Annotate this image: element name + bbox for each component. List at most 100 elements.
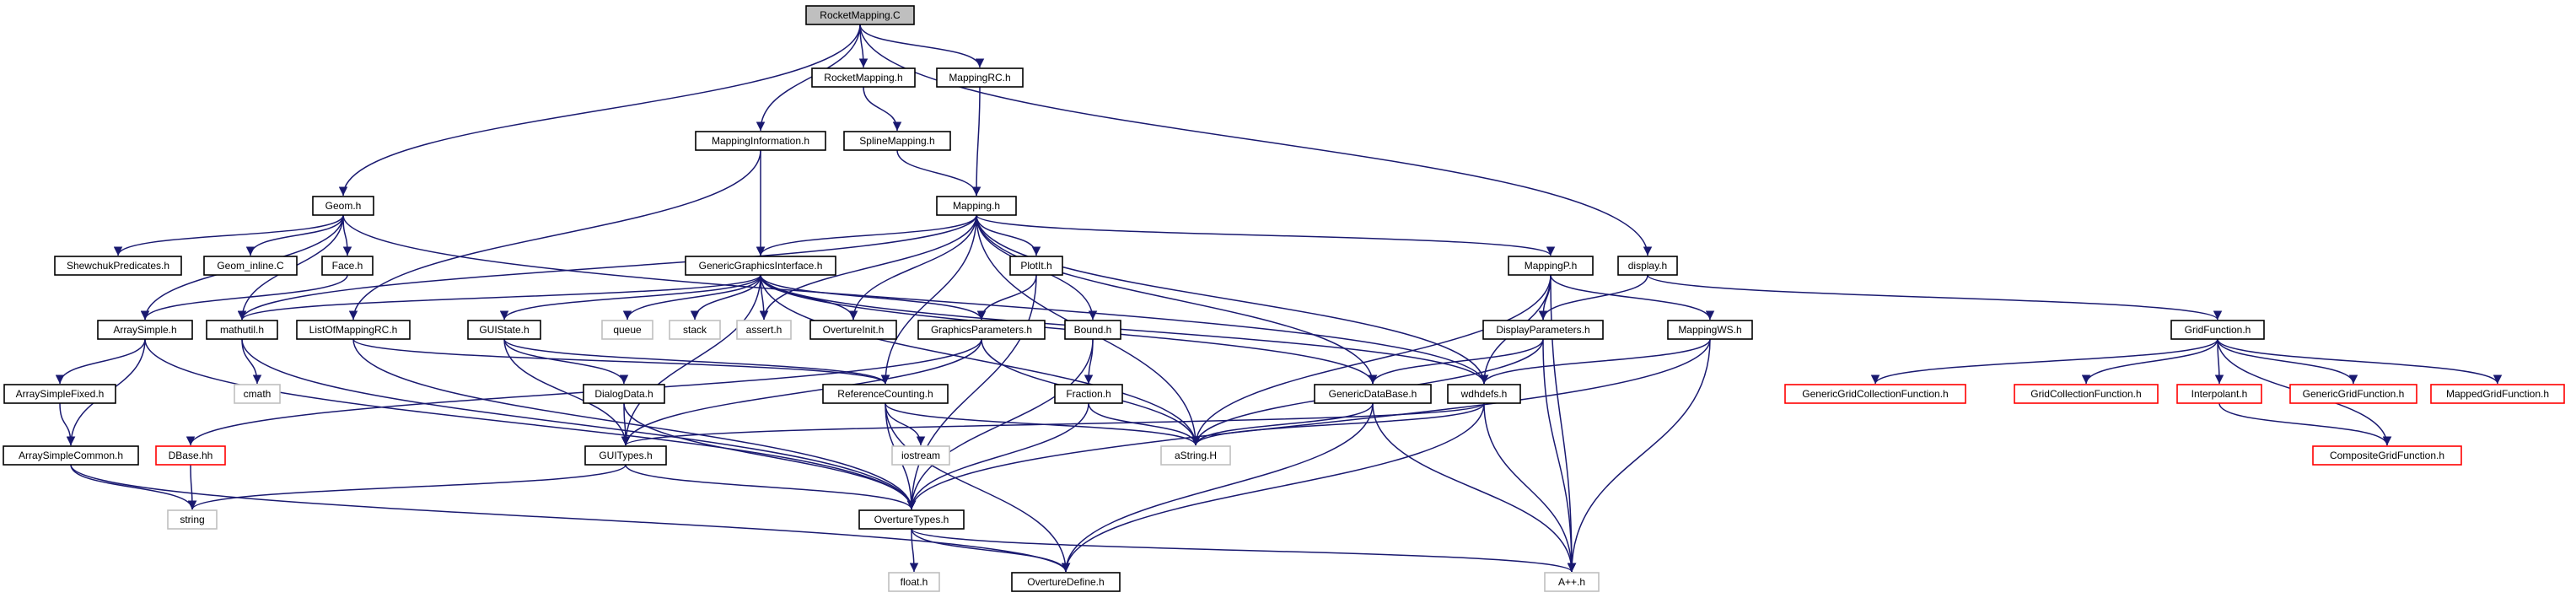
- node-cmath[interactable]: cmath: [234, 384, 281, 404]
- node-box-overturedefine-h[interactable]: [1011, 572, 1121, 592]
- node-stack[interactable]: stack: [669, 320, 721, 340]
- node-astring-h[interactable]: aString.H: [1160, 445, 1231, 466]
- node-box-splinemapping-h[interactable]: [843, 131, 951, 151]
- node-box-iostream[interactable]: [891, 445, 950, 466]
- node-referencecounting-h[interactable]: ReferenceCounting.h: [822, 384, 949, 404]
- node-listofmappingrc-h[interactable]: ListOfMappingRC.h: [296, 320, 411, 340]
- node-ggf-h[interactable]: GenericGridFunction.h: [2289, 384, 2417, 404]
- node-box-arraysimple-h[interactable]: [97, 320, 193, 340]
- node-box-mappingp-h[interactable]: [1508, 256, 1594, 276]
- node-display-h[interactable]: display.h: [1617, 256, 1678, 276]
- node-overturetypes-h[interactable]: OvertureTypes.h: [858, 509, 965, 530]
- node-plotit-h[interactable]: PlotIt.h: [1009, 256, 1063, 276]
- node-box-fraction-h[interactable]: [1054, 384, 1123, 404]
- node-box-face-h[interactable]: [321, 256, 374, 276]
- node-guistate-h[interactable]: GUIState.h: [467, 320, 541, 340]
- node-splinemapping-h[interactable]: SplineMapping.h: [843, 131, 951, 151]
- node-box-app-h[interactable]: [1544, 572, 1600, 592]
- node-box-mathutil-h[interactable]: [206, 320, 278, 340]
- node-mgf-h[interactable]: MappedGridFunction.h: [2430, 384, 2565, 404]
- node-box-stack[interactable]: [669, 320, 721, 340]
- node-ggi-h[interactable]: GenericGraphicsInterface.h: [685, 256, 836, 276]
- node-box-rocketmapping-c[interactable]: [805, 5, 915, 25]
- node-box-bound-h[interactable]: [1064, 320, 1121, 340]
- node-mappinginformation-h[interactable]: MappingInformation.h: [695, 131, 826, 151]
- node-face-h[interactable]: Face.h: [321, 256, 374, 276]
- node-gcf-h[interactable]: GridCollectionFunction.h: [2014, 384, 2159, 404]
- node-dialogdata-h[interactable]: DialogData.h: [583, 384, 665, 404]
- node-box-compositegridfunction-h[interactable]: [2312, 445, 2462, 466]
- node-box-ggf-h[interactable]: [2289, 384, 2417, 404]
- node-box-arraysimplefixed-h[interactable]: [3, 384, 116, 404]
- node-box-gridfunction-h[interactable]: [2170, 320, 2265, 340]
- node-box-referencecounting-h[interactable]: [822, 384, 949, 404]
- node-box-shewchuk-h[interactable]: [54, 256, 182, 276]
- node-box-dbase-hh[interactable]: [155, 445, 226, 466]
- node-box-geom-inline-c[interactable]: [203, 256, 298, 276]
- node-box-overtureinit-h[interactable]: [809, 320, 897, 340]
- node-overturedefine-h[interactable]: OvertureDefine.h: [1011, 572, 1121, 592]
- node-box-arraysimplecommon-h[interactable]: [3, 445, 139, 466]
- node-rocketmapping-h[interactable]: RocketMapping.h: [811, 67, 916, 88]
- node-gridfunction-h[interactable]: GridFunction.h: [2170, 320, 2265, 340]
- node-box-ggcf-h[interactable]: [1784, 384, 1966, 404]
- node-displayparameters-h[interactable]: DisplayParameters.h: [1482, 320, 1604, 340]
- node-box-assert-h[interactable]: [736, 320, 792, 340]
- node-box-float-h[interactable]: [888, 572, 940, 592]
- node-assert-h[interactable]: assert.h: [736, 320, 792, 340]
- node-box-display-h[interactable]: [1617, 256, 1678, 276]
- node-box-mappingrc-h[interactable]: [936, 67, 1024, 88]
- node-geom-h[interactable]: Geom.h: [312, 196, 374, 216]
- node-box-geom-h[interactable]: [312, 196, 374, 216]
- node-box-overturetypes-h[interactable]: [858, 509, 965, 530]
- node-box-dialogdata-h[interactable]: [583, 384, 665, 404]
- node-ggcf-h[interactable]: GenericGridCollectionFunction.h: [1784, 384, 1966, 404]
- node-queue[interactable]: queue: [601, 320, 653, 340]
- node-mathutil-h[interactable]: mathutil.h: [206, 320, 278, 340]
- node-string[interactable]: string: [167, 509, 218, 530]
- node-box-genericdatabase-h[interactable]: [1314, 384, 1432, 404]
- node-box-ggi-h[interactable]: [685, 256, 836, 276]
- node-wdhdefs-h[interactable]: wdhdefs.h: [1447, 384, 1521, 404]
- node-box-mgf-h[interactable]: [2430, 384, 2565, 404]
- node-box-gcf-h[interactable]: [2014, 384, 2159, 404]
- node-dbase-hh[interactable]: DBase.hh: [155, 445, 226, 466]
- node-float-h[interactable]: float.h: [888, 572, 940, 592]
- node-mappingp-h[interactable]: MappingP.h: [1508, 256, 1594, 276]
- node-box-queue[interactable]: [601, 320, 653, 340]
- node-interpolant-h[interactable]: Interpolant.h: [2176, 384, 2262, 404]
- node-box-listofmappingrc-h[interactable]: [296, 320, 411, 340]
- node-box-guistate-h[interactable]: [467, 320, 541, 340]
- node-mappingws-h[interactable]: MappingWS.h: [1667, 320, 1753, 340]
- node-box-mappinginformation-h[interactable]: [695, 131, 826, 151]
- node-overtureinit-h[interactable]: OvertureInit.h: [809, 320, 897, 340]
- node-geom-inline-c[interactable]: Geom_inline.C: [203, 256, 298, 276]
- node-box-plotit-h[interactable]: [1009, 256, 1063, 276]
- node-bound-h[interactable]: Bound.h: [1064, 320, 1121, 340]
- node-compositegridfunction-h[interactable]: CompositeGridFunction.h: [2312, 445, 2462, 466]
- node-box-mappingws-h[interactable]: [1667, 320, 1753, 340]
- node-rocketmapping-c[interactable]: RocketMapping.C: [805, 5, 915, 25]
- node-arraysimplefixed-h[interactable]: ArraySimpleFixed.h: [3, 384, 116, 404]
- node-box-displayparameters-h[interactable]: [1482, 320, 1604, 340]
- node-box-cmath[interactable]: [234, 384, 281, 404]
- node-box-string[interactable]: [167, 509, 218, 530]
- node-box-astring-h[interactable]: [1160, 445, 1231, 466]
- node-box-graphicsparameters-h[interactable]: [917, 320, 1046, 340]
- node-guitypes-h[interactable]: GUITypes.h: [584, 445, 667, 466]
- node-box-wdhdefs-h[interactable]: [1447, 384, 1521, 404]
- node-fraction-h[interactable]: Fraction.h: [1054, 384, 1123, 404]
- node-box-interpolant-h[interactable]: [2176, 384, 2262, 404]
- node-graphicsparameters-h[interactable]: GraphicsParameters.h: [917, 320, 1046, 340]
- node-arraysimple-h[interactable]: ArraySimple.h: [97, 320, 193, 340]
- node-arraysimplecommon-h[interactable]: ArraySimpleCommon.h: [3, 445, 139, 466]
- node-genericdatabase-h[interactable]: GenericDataBase.h: [1314, 384, 1432, 404]
- node-box-guitypes-h[interactable]: [584, 445, 667, 466]
- node-iostream[interactable]: iostream: [891, 445, 950, 466]
- node-app-h[interactable]: A++.h: [1544, 572, 1600, 592]
- node-shewchuk-h[interactable]: ShewchukPredicates.h: [54, 256, 182, 276]
- node-box-rocketmapping-h[interactable]: [811, 67, 916, 88]
- node-mapping-h[interactable]: Mapping.h: [936, 196, 1017, 216]
- node-mappingrc-h[interactable]: MappingRC.h: [936, 67, 1024, 88]
- node-box-mapping-h[interactable]: [936, 196, 1017, 216]
